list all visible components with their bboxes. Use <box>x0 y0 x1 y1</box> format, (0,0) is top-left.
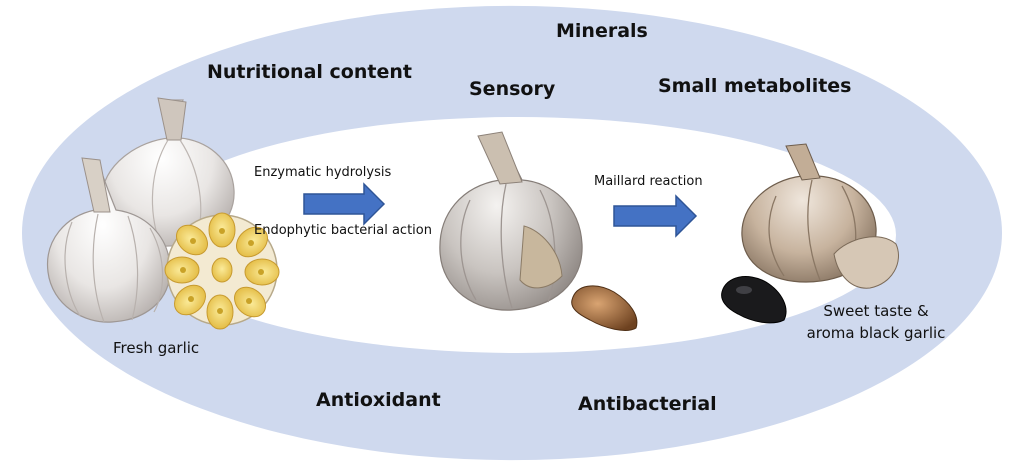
caption-fresh-garlic: Fresh garlic <box>113 339 200 357</box>
label-maillard-reaction: Maillard reaction <box>594 174 703 189</box>
arrow-enzymatic <box>303 182 386 226</box>
label-antibacterial: Antibacterial <box>578 393 717 415</box>
outer-ring <box>21 5 1003 461</box>
fresh-garlic-image <box>46 97 280 330</box>
label-small-metabolites: Small metabolites <box>658 75 852 97</box>
aged-garlic-image <box>439 131 638 331</box>
label-minerals: Minerals <box>556 20 648 42</box>
arrow-maillard <box>613 194 698 238</box>
caption-black-garlic-line2: aroma black garlic <box>806 324 946 342</box>
label-nutritional-content: Nutritional content <box>207 61 412 83</box>
label-enzymatic-hydrolysis: Enzymatic hydrolysis <box>254 165 392 180</box>
caption-black-garlic-line1: Sweet taste & <box>823 302 929 320</box>
label-sensory: Sensory <box>469 78 556 100</box>
label-endophytic-bacterial-action: Endophytic bacterial action <box>254 223 432 238</box>
label-antioxidant: Antioxidant <box>316 389 441 411</box>
caption-black-garlic: Sweet taste & aroma black garlic <box>806 300 946 344</box>
black-garlic-image <box>721 143 899 324</box>
